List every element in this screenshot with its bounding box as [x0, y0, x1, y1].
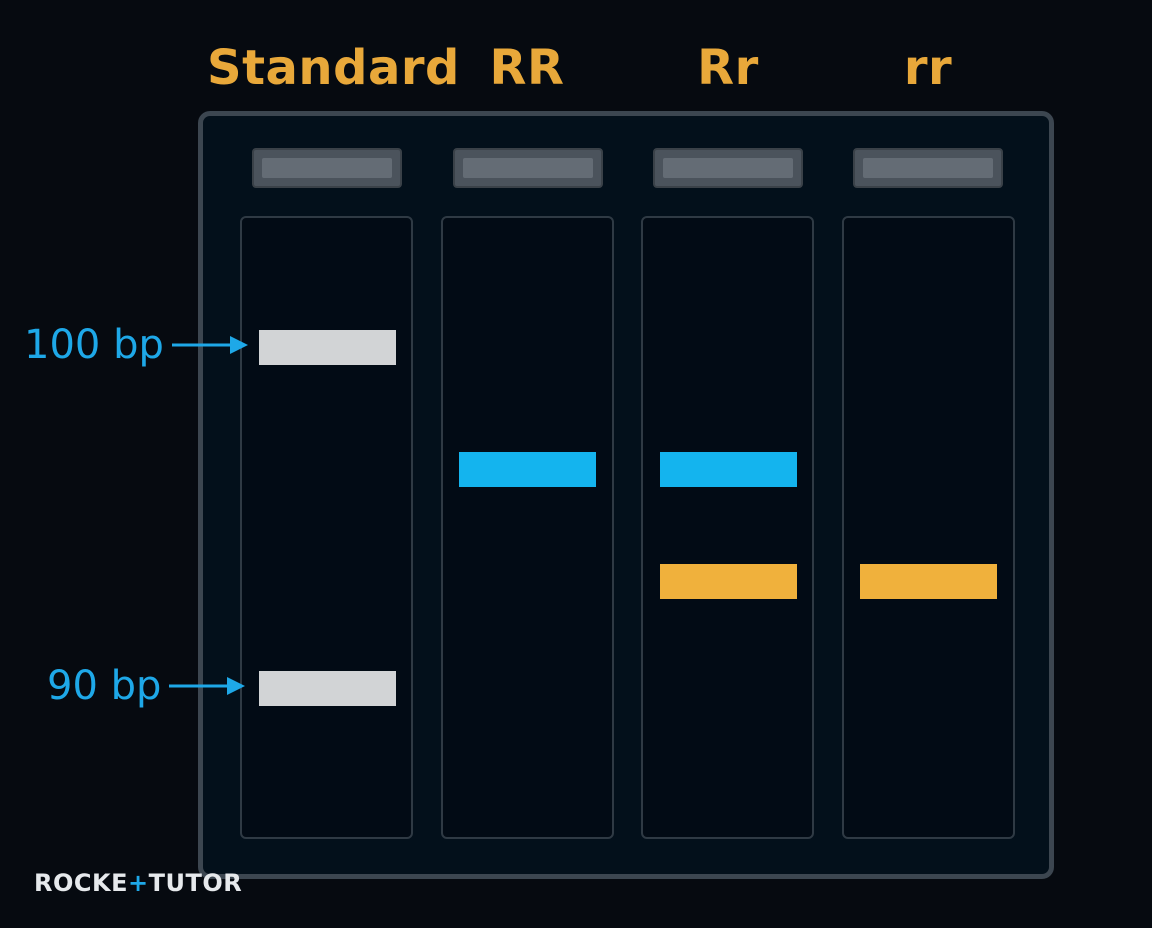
marker-100bp-label: 100 bp: [24, 322, 164, 368]
marker-90bp: 90 bp: [47, 663, 246, 709]
lane-label-standard: Standard: [207, 40, 460, 96]
lane-label-Rr: Rr: [697, 40, 759, 96]
lane-rr: [842, 216, 1015, 839]
lane-standard: [240, 216, 413, 839]
band-Rr-r: [660, 564, 797, 599]
band-standard-100bp: [259, 330, 396, 365]
lane-Rr: [641, 216, 814, 839]
well-standard: [252, 148, 402, 188]
arrow-right-icon: [169, 677, 246, 695]
lane-label-rr: rr: [903, 40, 953, 96]
band-Rr-R: [660, 452, 797, 487]
band-RR-R: [459, 452, 596, 487]
marker-90bp-label: 90 bp: [47, 663, 162, 709]
lane-label-RR: RR: [489, 40, 565, 96]
well-rr: [853, 148, 1003, 188]
well-RR: [453, 148, 603, 188]
arrow-right-icon: [171, 336, 248, 354]
lane-RR: [441, 216, 614, 839]
well-Rr: [653, 148, 803, 188]
band-rr-r: [860, 564, 997, 599]
marker-100bp: 100 bp: [24, 322, 248, 368]
brand-logo: ROCKE+TUTOR: [34, 869, 243, 897]
band-standard-90bp: [259, 671, 396, 706]
